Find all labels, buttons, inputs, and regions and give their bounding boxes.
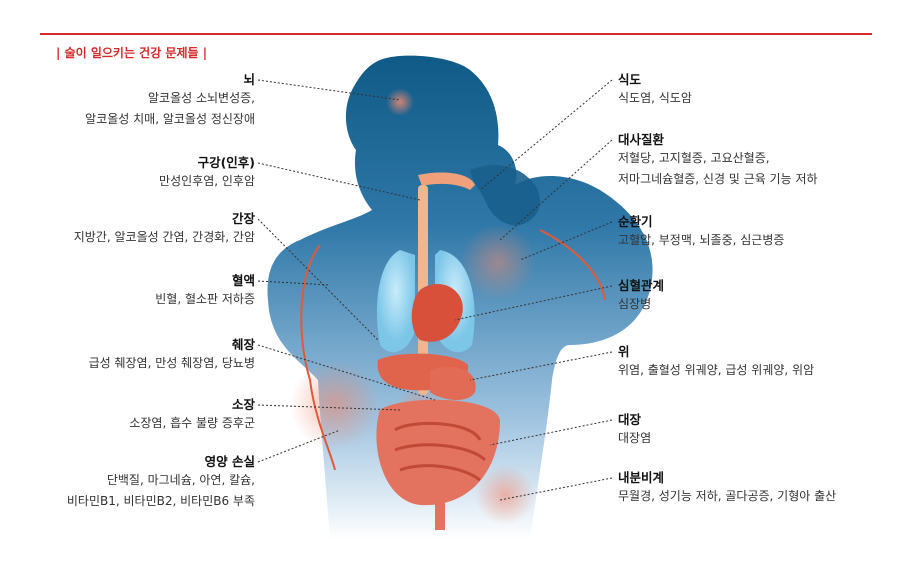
label-brain-name: 뇌	[243, 72, 255, 87]
label-cardiovascular-name: 심혈관계	[618, 278, 665, 293]
header-rule	[40, 33, 872, 35]
label-esophagus-line-1: 식도염, 식도암	[618, 91, 692, 105]
label-brain-line-2: 알코올성 치매, 알코올성 정신장애	[85, 112, 255, 126]
label-circulatory: 순환기 고혈압, 부정맥, 뇌졸중, 심근병증	[618, 214, 784, 251]
label-pancreas-name: 췌장	[231, 337, 255, 352]
label-small-intestine: 소장 소장염, 흡수 불량 증후군	[129, 397, 255, 434]
label-small-intestine-name: 소장	[231, 397, 255, 412]
label-metabolic-name: 대사질환	[618, 132, 665, 147]
label-metabolic-line-1: 저혈당, 고지혈증, 고요산혈증,	[618, 151, 770, 165]
label-large-intestine: 대장 대장염	[618, 412, 651, 449]
label-endocrine-line-1: 무월경, 성기능 저하, 골다공증, 기형아 출산	[618, 489, 837, 503]
label-mouth-line-1: 만성인후염, 인후암	[159, 174, 255, 188]
label-esophagus: 식도 식도염, 식도암	[618, 72, 692, 109]
label-esophagus-name: 식도	[618, 72, 642, 87]
label-nutrition-loss: 영양 손실 단백질, 마그네슘, 아연, 칼슘, 비타민B1, 비타민B2, 비…	[67, 454, 255, 512]
label-liver: 간장 지방간, 알코올성 간염, 간경화, 간암	[74, 211, 255, 248]
label-metabolic-line-2: 저마그네슘혈증, 신경 및 근육 기능 저하	[618, 172, 818, 186]
leader-lines	[257, 79, 613, 501]
label-circulatory-line-1: 고혈압, 부정맥, 뇌졸중, 심근병증	[618, 233, 785, 247]
label-nutrition-loss-name: 영양 손실	[204, 454, 255, 469]
label-metabolic: 대사질환 저혈당, 고지혈증, 고요산혈증, 저마그네슘혈증, 신경 및 근육 …	[618, 132, 818, 190]
label-cardiovascular-line-1: 심장병	[618, 297, 652, 311]
label-blood-line-1: 빈혈, 혈소판 저하증	[155, 292, 255, 306]
label-stomach: 위 위염, 출혈성 위궤양, 급성 위궤양, 위암	[618, 344, 814, 381]
label-circulatory-name: 순환기	[618, 214, 653, 229]
vessels	[300, 229, 606, 471]
label-mouth: 구강(인후) 만성인후염, 인후암	[159, 155, 255, 192]
label-endocrine: 내분비계 무월경, 성기능 저하, 골다공증, 기형아 출산	[618, 470, 836, 507]
label-cardiovascular: 심혈관계 심장병	[618, 278, 664, 315]
label-pancreas: 췌장 급성 췌장염, 만성 췌장염, 당뇨병	[89, 337, 255, 374]
label-small-intestine-line-1: 소장염, 흡수 불량 증후군	[129, 416, 255, 430]
label-brain-line-1: 알코올성 소뇌변성증,	[148, 91, 255, 105]
label-stomach-line-1: 위염, 출혈성 위궤양, 급성 위궤양, 위암	[618, 363, 815, 377]
label-blood-name: 혈액	[231, 273, 255, 288]
label-pancreas-line-1: 급성 췌장염, 만성 췌장염, 당뇨병	[88, 356, 255, 370]
label-large-intestine-line-1: 대장염	[618, 431, 652, 445]
label-nutrition-loss-line-2: 비타민B1, 비타민B2, 비타민B6 부족	[66, 494, 255, 508]
label-liver-line-1: 지방간, 알코올성 간염, 간경화, 간암	[73, 230, 255, 244]
page-title: | 술이 일으키는 건강 문제들 |	[56, 46, 208, 60]
label-large-intestine-name: 대장	[618, 412, 642, 427]
organs	[376, 172, 500, 530]
label-blood: 혈액 빈혈, 혈소판 저하증	[155, 273, 255, 310]
label-stomach-name: 위	[618, 344, 630, 359]
label-nutrition-loss-line-1: 단백질, 마그네슘, 아연, 칼슘,	[106, 473, 255, 487]
label-brain: 뇌 알코올성 소뇌변성증, 알코올성 치매, 알코올성 정신장애	[85, 72, 255, 130]
label-mouth-name: 구강(인후)	[197, 155, 255, 170]
label-endocrine-name: 내분비계	[618, 470, 665, 485]
label-liver-name: 간장	[231, 211, 255, 226]
